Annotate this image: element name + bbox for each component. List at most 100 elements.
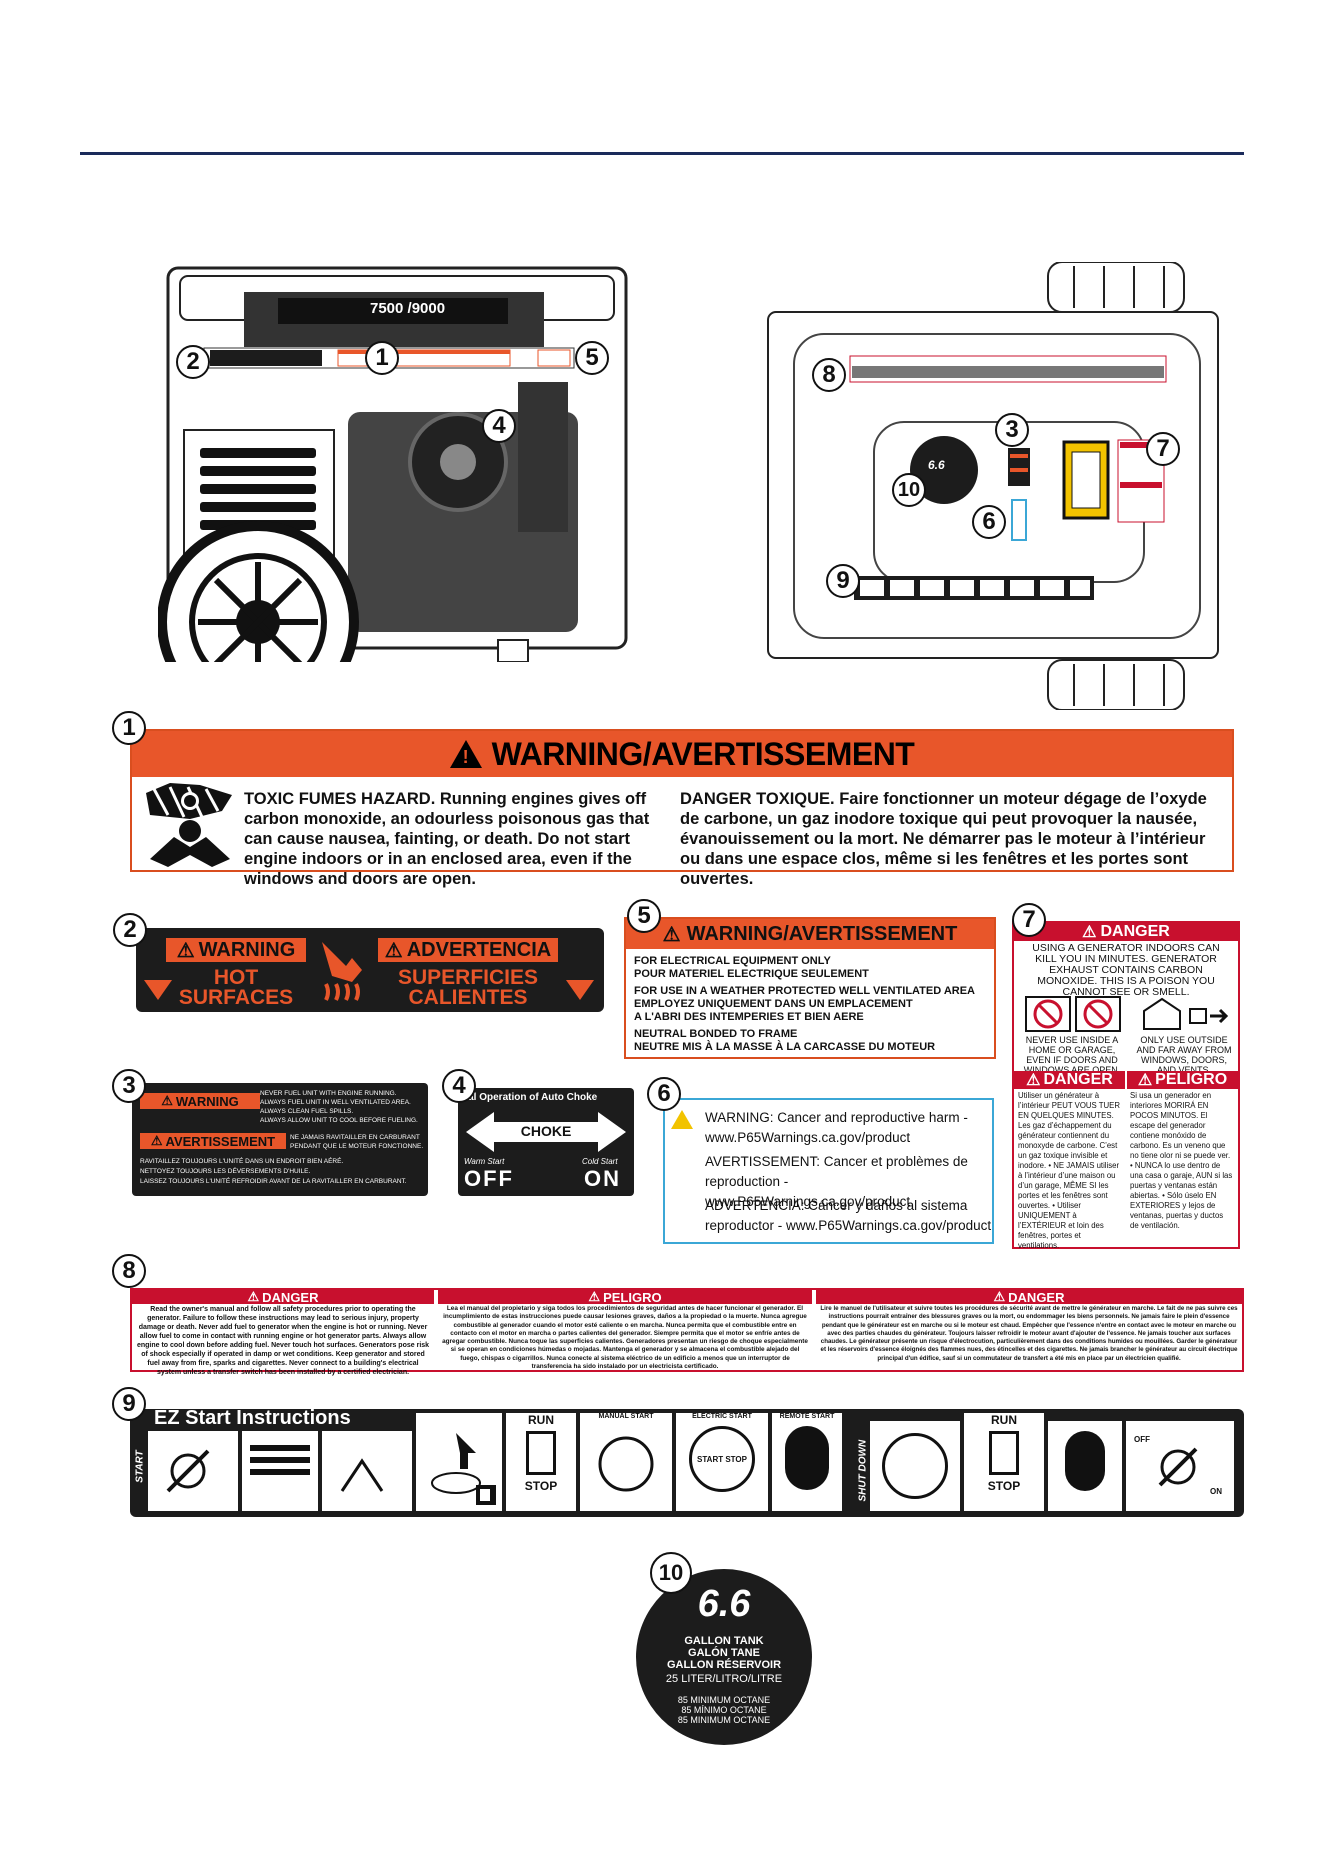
label-3-fr-bottom: NETTOYEZ TOUJOURS LES DÉVERSEMENTS D'HUI… (140, 1168, 311, 1175)
label-9-stop: STOP (524, 1479, 558, 1493)
label-2-calientes: CALIENTES (408, 986, 528, 1009)
label-8-col-fr: ⚠DANGER Lire le manuel de l'utilisateur … (816, 1289, 1242, 1370)
warning-triangle-icon (449, 740, 482, 768)
label-9-remote: REMOTE START (779, 1413, 835, 1420)
label-10-octane: 85 MÍNIMO OCTANE (681, 1705, 767, 1715)
label-2-advertencia-text: ADVERTENCIA (406, 938, 552, 961)
label-10-line: GALÓN TANE (688, 1647, 760, 1659)
tank-cap-text: 6.6 (928, 458, 945, 472)
callout-7-diagram: 7 (1146, 432, 1180, 466)
label-8-danger-text: DANGER (262, 1289, 319, 1305)
step-oil (322, 1431, 412, 1511)
start-button-icon: START STOP (689, 1426, 755, 1492)
label-4-on: ON (584, 1166, 621, 1191)
label-10-tank: 6.6 GALLON TANK GALÓN TANE GALLON RÉSERV… (636, 1569, 812, 1745)
label-8-peligro-text: PELIGRO (603, 1289, 662, 1305)
rocker-switch-icon (989, 1431, 1019, 1475)
label-6-line: AVERTISSEMENT: Cancer et problèmes de (705, 1154, 968, 1169)
label-5-line: A L'ABRI DES INTEMPERIES ET BIEN AERE (634, 1011, 864, 1023)
label-3-warning-text: WARNING (175, 1093, 239, 1109)
callout-8-diagram: 8 (812, 358, 846, 392)
label-9-on: ON (1210, 1487, 1222, 1496)
arrow-down-icon (566, 980, 594, 1000)
label-7-only-text: ONLY USE OUTSIDE AND FAR AWAY FROM WINDO… (1136, 1035, 1232, 1075)
label-10-line: GALLON TANK (684, 1635, 764, 1647)
label-6-line: reproduction - www.P65Warnings.ca.gov/pr… (705, 1174, 911, 1209)
toxic-fumes-icon (140, 781, 240, 869)
callout-10: 10 (650, 1552, 692, 1594)
label-1-title-bar: WARNING/AVERTISSEMENT (132, 731, 1232, 777)
label-4-title: ual Operation of Auto Choke (462, 1092, 598, 1103)
callout-6-diagram: 6 (972, 505, 1006, 539)
label-10-big: 6.6 (697, 1583, 751, 1625)
warning-triangle-icon: ⚠ (247, 1289, 260, 1304)
label-9-shutdown: SHUT DOWN (857, 1439, 869, 1502)
label-4-cold: Cold Start (582, 1157, 618, 1166)
label-9-stop2: STOP (987, 1479, 1021, 1493)
label-3-en-line: NEVER FUEL UNIT WITH ENGINE RUNNING. (260, 1090, 397, 1097)
label-9-off: OFF (1134, 1435, 1150, 1444)
hot-surface-hand-icon (312, 936, 372, 1006)
step-run-switch: RUN STOP (506, 1413, 576, 1511)
rocker-switch-icon (526, 1431, 556, 1475)
label-8-spanish-text: Lea el manual del propietario y siga tod… (442, 1305, 808, 1371)
label-9-manual: MANUAL START (598, 1413, 654, 1420)
no-indoor-icon (1024, 993, 1124, 1033)
label-9-ez-start: EZ Start Instructions START RUN STOP MAN… (130, 1407, 1244, 1517)
label-5-line: NEUTRAL BONDED TO FRAME (634, 1028, 798, 1040)
label-9-electric: ELECTRIC START (692, 1413, 752, 1420)
callout-2: 2 (113, 913, 147, 947)
label-10-octane: 85 MINIMUM OCTANE (677, 1695, 771, 1705)
warning-triangle-icon: ⚠ (1026, 1072, 1041, 1089)
callout-1: 1 (112, 711, 146, 745)
step-choke (242, 1431, 318, 1511)
callout-6: 6 (647, 1077, 681, 1111)
label-5-line: FOR ELECTRICAL EQUIPMENT ONLY (634, 955, 831, 967)
callout-3: 3 (112, 1069, 146, 1103)
label-3-en-line: ALWAYS ALLOW UNIT TO COOL BEFORE FUELING… (260, 1117, 418, 1124)
step-electric-start: ELECTRIC START START STOP (676, 1413, 768, 1511)
callout-9: 9 (112, 1387, 146, 1421)
label-2-hot-surfaces: ⚠WARNING HOT SURFACES ⚠ADVERTENCIA SUPER… (136, 928, 604, 1012)
label-7-spanish-text: Si usa un generador en interiores MORIRÁ… (1130, 1091, 1233, 1230)
generator-front-view: 7500 /9000 (157, 262, 634, 723)
label-2-warning-box: ⚠WARNING (166, 938, 306, 962)
label-4-warm: Warm Start (464, 1157, 505, 1166)
step-remote-start: REMOTE START (772, 1413, 842, 1511)
warning-triangle-icon: ⚠ (993, 1289, 1006, 1304)
double-arrow-icon (464, 1110, 628, 1154)
step-fuel-off: OFF ON (1126, 1421, 1234, 1511)
label-5-line: NEUTRE MIS À LA MASSE À LA CARCASSE DU M… (634, 1041, 936, 1053)
label-2-surfaces: SURFACES (178, 986, 294, 1009)
label-7-danger-text: DANGER (1100, 923, 1170, 940)
label-10-line: GALLON RÉSERVOIR (666, 1659, 782, 1671)
warning-triangle-icon: ⚠ (176, 939, 195, 962)
callout-3-diagram: 3 (995, 413, 1029, 447)
label-1-warning-toxic-fumes: WARNING/AVERTISSEMENT TOXIC FUMES HAZARD… (130, 729, 1234, 888)
label-2-advertencia-box: ⚠ADVERTENCIA (378, 938, 558, 962)
label-5-line: POUR MATERIEL ELECTRIQUE SEULEMENT (634, 968, 869, 980)
label-1-english-text: TOXIC FUMES HAZARD. Running engines give… (244, 790, 650, 888)
step-shutdown-button (870, 1421, 960, 1511)
label-10-octane: 85 MINIMUM OCTANE (677, 1715, 771, 1725)
label-4-choke: ual Operation of Auto Choke CHOKE Warm S… (458, 1088, 634, 1196)
label-3-avertissement-box: ⚠AVERTISSEMENT (140, 1133, 286, 1149)
label-3-fr-line: NE JAMAIS RAVITAILLER EN CARBURANT (290, 1134, 420, 1141)
label-4-choke-text: CHOKE (520, 1123, 572, 1139)
step-fuel (416, 1413, 502, 1511)
label-6-line: ADVERTENCIA: Cáncer y daños al sistema (705, 1198, 968, 1213)
label-9-start-stop: START STOP (697, 1454, 747, 1464)
label-1-french-text: DANGER TOXIQUE. Faire fonctionner un mot… (680, 790, 1207, 888)
label-5-title-bar: ⚠ WARNING/AVERTISSEMENT (626, 919, 994, 949)
label-6-line: www.P65Warnings.ca.gov/product (705, 1130, 911, 1145)
label-5-title: WARNING/AVERTISSEMENT (686, 922, 958, 945)
label-3-fueling-warning: ⚠WARNING NEVER FUEL UNIT WITH ENGINE RUN… (132, 1083, 428, 1196)
warning-triangle-icon: ⚠ (1082, 924, 1097, 941)
label-5-electrical-warning: ⚠ WARNING/AVERTISSEMENT FOR ELECTRICAL E… (624, 917, 996, 1059)
callout-4: 4 (442, 1069, 476, 1103)
label-8-english-text: Read the owner's manual and follow all s… (136, 1306, 430, 1376)
label-3-fr-line: PENDANT QUE LE MOTEUR FONCTIONNE. (290, 1143, 424, 1150)
label-7-danger-co: ⚠DANGER USING A GENERATOR INDOORS CAN KI… (1012, 921, 1240, 1250)
label-8-danger-trilingual: ⚠DANGER Read the owner's manual and foll… (130, 1288, 1244, 1376)
label-8-danger-fr-bar: ⚠DANGER (816, 1289, 1242, 1305)
